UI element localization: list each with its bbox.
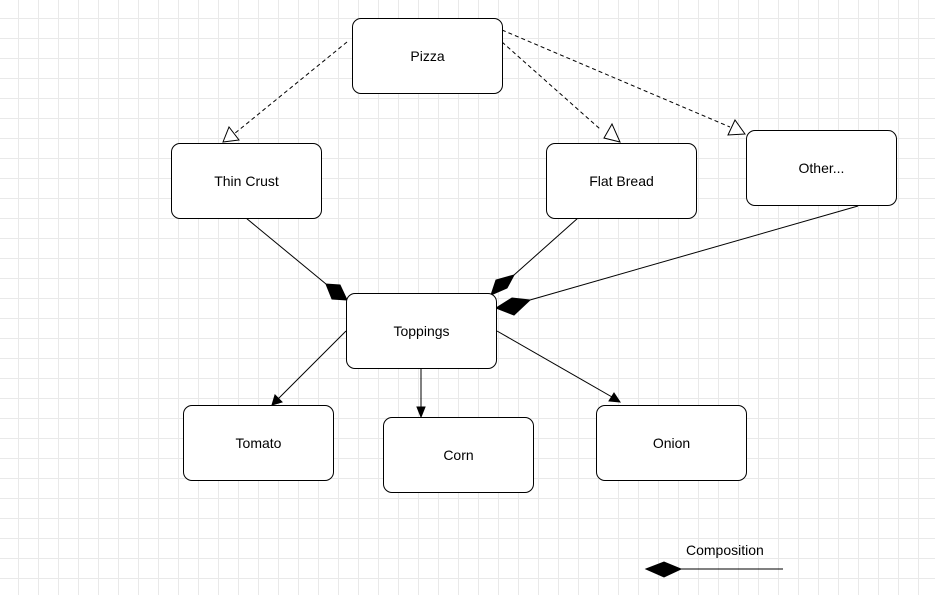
composition-diamond-icon <box>644 561 683 578</box>
node-onion[interactable]: Onion <box>596 405 747 481</box>
node-label: Thin Crust <box>214 173 279 189</box>
node-label: Pizza <box>410 48 445 64</box>
edge-toppings-onion[interactable] <box>496 330 621 403</box>
node-thin-crust[interactable]: Thin Crust <box>171 143 322 219</box>
legend-composition-label: Composition <box>686 542 764 558</box>
edge-thin-crust-toppings[interactable] <box>245 217 348 301</box>
legend-composition <box>644 561 783 578</box>
node-label: Toppings <box>393 323 450 339</box>
node-label: Onion <box>652 435 691 451</box>
node-flat-bread[interactable]: Flat Bread <box>546 143 697 219</box>
edge-other-toppings[interactable] <box>494 205 859 316</box>
edge-toppings-tomato[interactable] <box>271 330 347 406</box>
node-toppings[interactable]: Toppings <box>346 293 497 369</box>
node-label: Other... <box>798 160 845 176</box>
edge-toppings-corn[interactable] <box>416 369 426 419</box>
edge-flat-bread-toppings[interactable] <box>490 217 579 296</box>
node-label: Tomato <box>235 435 282 451</box>
node-corn[interactable]: Corn <box>383 417 534 493</box>
node-pizza[interactable]: Pizza <box>352 18 503 94</box>
edge-pizza-other[interactable] <box>501 29 746 136</box>
node-label: Flat Bread <box>589 173 654 189</box>
edge-pizza-flat-bread[interactable] <box>501 41 621 143</box>
node-label: Corn <box>443 447 474 463</box>
edge-pizza-thin-crust[interactable] <box>222 41 348 143</box>
node-tomato[interactable]: Tomato <box>183 405 334 481</box>
node-other[interactable]: Other... <box>746 130 897 206</box>
